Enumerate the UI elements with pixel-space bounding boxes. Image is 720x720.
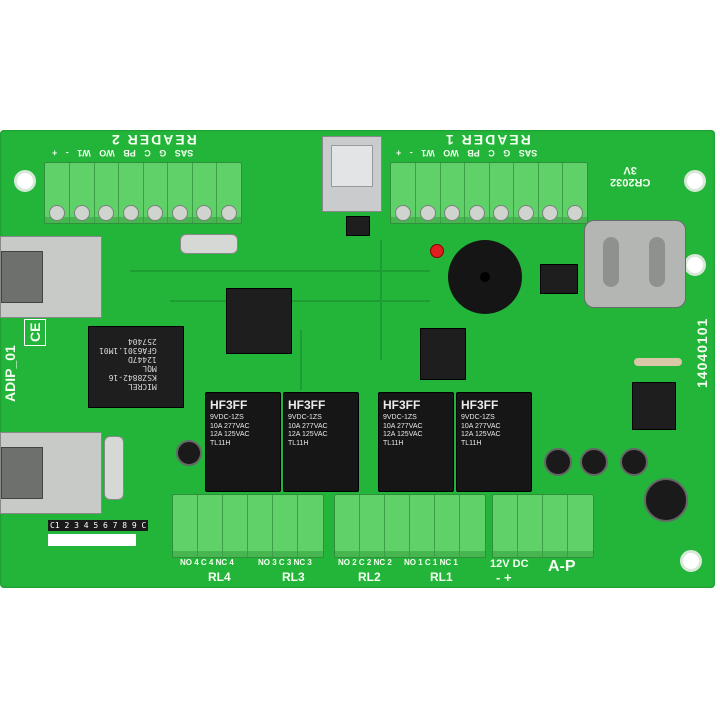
trace — [300, 330, 302, 390]
ethernet-port-bottom[interactable] — [0, 432, 102, 514]
screw[interactable] — [567, 205, 583, 221]
screw[interactable] — [542, 205, 558, 221]
coin-cell-holder — [584, 220, 686, 308]
rl4-label: RL4 — [208, 570, 231, 584]
dip-switch-label: C1 2 3 4 5 6 7 8 9 C — [48, 520, 149, 531]
crystal-oscillator — [180, 234, 238, 254]
screw[interactable] — [98, 205, 114, 221]
rl4-contacts-label: NO 4 C 4 NC 4 — [180, 558, 234, 567]
mounting-hole-top-left — [14, 170, 36, 192]
buzzer — [448, 240, 522, 314]
rl1-label: RL1 — [430, 570, 453, 584]
reader2-label: READER 2 — [110, 132, 197, 148]
screw[interactable] — [518, 205, 534, 221]
dip8-chip — [420, 328, 466, 380]
ethernet-port-top[interactable] — [0, 236, 102, 318]
capacitor — [544, 448, 572, 476]
ce-mark: CE — [24, 318, 46, 346]
screw[interactable] — [420, 205, 436, 221]
trace — [170, 300, 430, 302]
mounting-hole-middle-right — [684, 254, 706, 276]
screw[interactable] — [469, 205, 485, 221]
screw[interactable] — [172, 205, 188, 221]
chip-marking: MICREL KSZ8842-16 MQL 12447D GFA6301.1M0… — [99, 337, 157, 391]
rl3-label: RL3 — [282, 570, 305, 584]
soic-chip — [540, 264, 578, 294]
screw[interactable] — [395, 205, 411, 221]
screw[interactable] — [123, 205, 139, 221]
trace — [130, 270, 430, 272]
relay-terminal-rl2-rl1[interactable] — [334, 494, 486, 558]
capacitor-large — [644, 478, 688, 522]
power-label: 12V DC — [490, 558, 529, 570]
power-terminal[interactable] — [492, 494, 594, 558]
serial-number: 14040101 — [694, 317, 710, 388]
soic-chip — [632, 382, 676, 430]
reader2-pins-label: SAS G C PB WO W1 - + — [52, 148, 194, 158]
resistor — [634, 358, 682, 366]
dip-switch[interactable] — [48, 534, 136, 546]
screw[interactable] — [49, 205, 65, 221]
screw[interactable] — [74, 205, 90, 221]
mounting-hole-bottom-right — [680, 550, 702, 572]
trace — [380, 240, 382, 360]
mounting-hole-top-right — [684, 170, 706, 192]
capacitor — [620, 448, 648, 476]
battery-label: CR2032 3V — [610, 164, 651, 188]
pcb-board: READER 2 SAS G C PB WO W1 - + READER 1 S… — [0, 130, 715, 588]
ethernet-switch-chip: MICREL KSZ8842-16 MQL 12447D GFA6301.1M0… — [88, 326, 184, 408]
reader1-terminal-block[interactable] — [390, 162, 588, 224]
soic-chip — [346, 216, 370, 236]
status-led — [430, 244, 444, 258]
usb-connector[interactable] — [322, 136, 382, 212]
rl3-contacts-label: NO 3 C 3 NC 3 — [258, 558, 312, 567]
power-polarity-label: - + — [496, 570, 512, 585]
capacitor — [176, 440, 202, 466]
reader1-pins-label: SAS G C PB WO W1 - + — [396, 148, 538, 158]
capacitor — [580, 448, 608, 476]
screw[interactable] — [444, 205, 460, 221]
screw[interactable] — [147, 205, 163, 221]
rl2-contacts-label: NO 2 C 2 NC 2 — [338, 558, 392, 567]
model-label: ADIP_01 — [2, 345, 18, 402]
reader1-label: READER 1 — [444, 132, 531, 148]
relay-terminal-rl4-rl3[interactable] — [172, 494, 324, 558]
ap-label: A-P — [548, 558, 576, 575]
screw[interactable] — [221, 205, 237, 221]
screw[interactable] — [196, 205, 212, 221]
crystal-oscillator — [104, 436, 124, 500]
rl2-label: RL2 — [358, 570, 381, 584]
microcontroller-chip — [226, 288, 292, 354]
rl1-contacts-label: NO 1 C 1 NC 1 — [404, 558, 458, 567]
reader2-terminal-block[interactable] — [44, 162, 242, 224]
screw[interactable] — [493, 205, 509, 221]
